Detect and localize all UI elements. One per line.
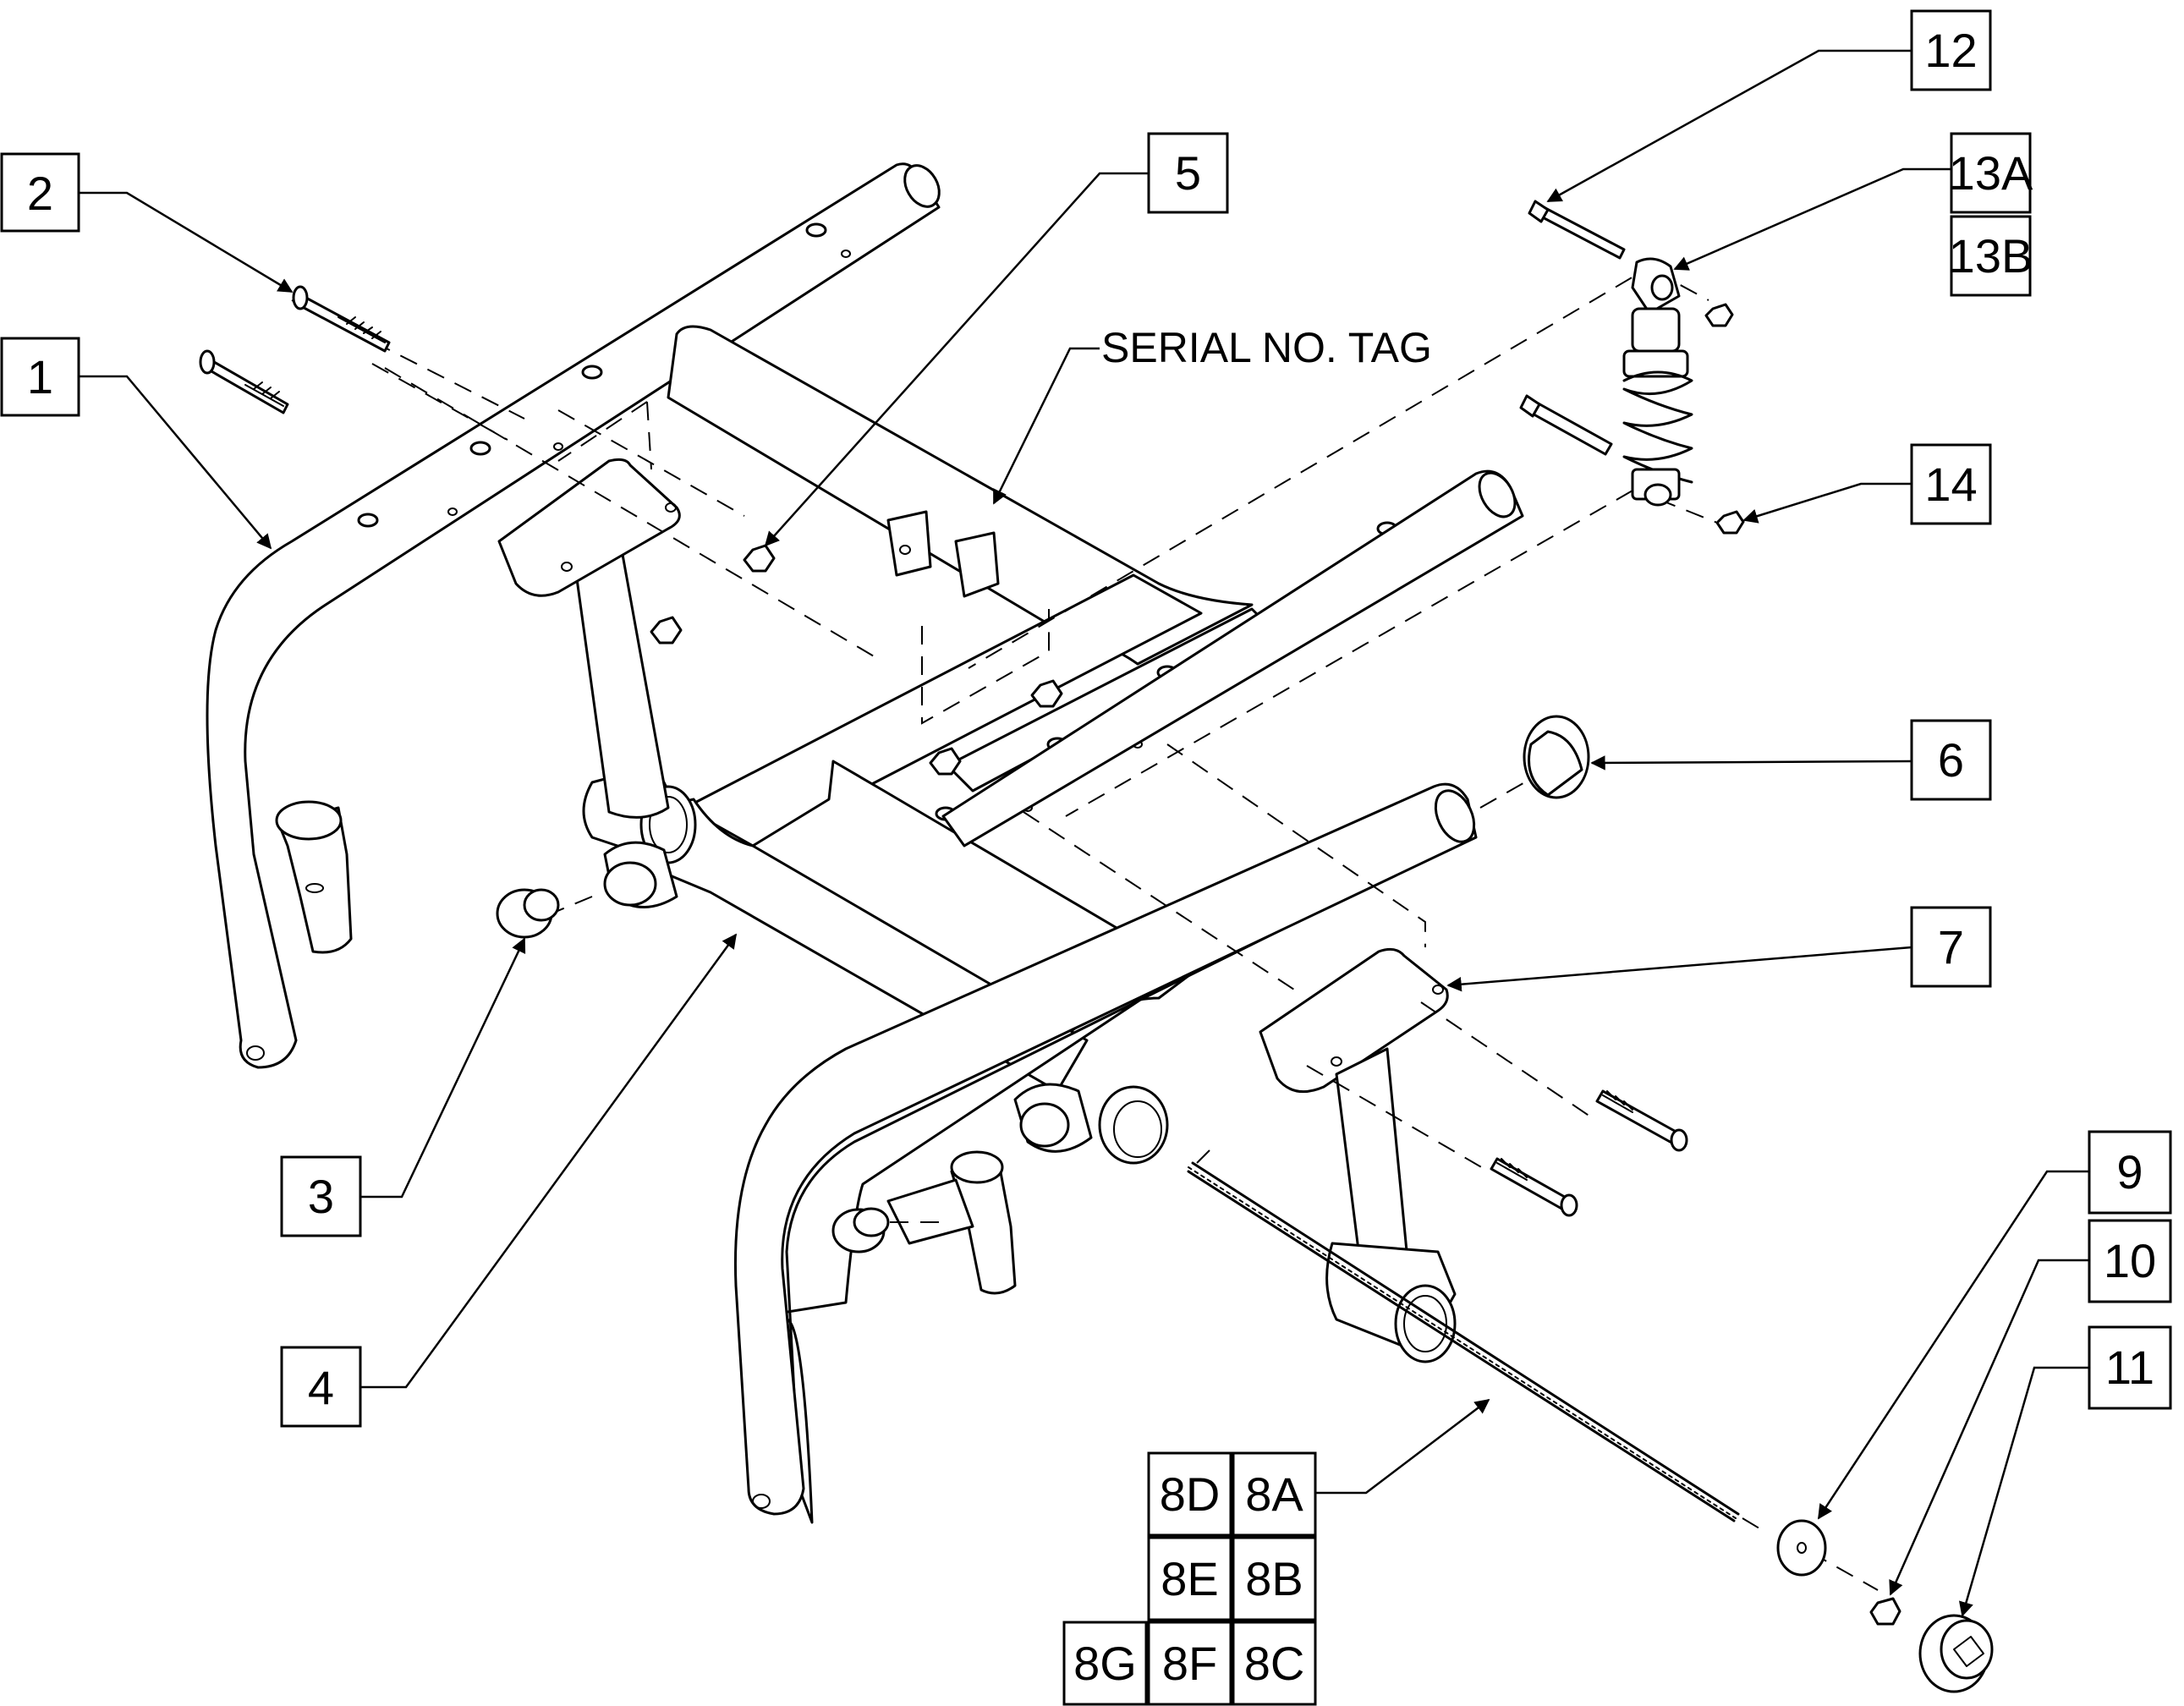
callout-6: 6 <box>1910 719 1992 801</box>
callout-8B-label: 8B <box>1245 1552 1303 1605</box>
callout-11-label: 11 <box>2105 1341 2154 1394</box>
callout-8A-label: 8A <box>1245 1467 1303 1521</box>
frame-artwork <box>199 162 1994 1693</box>
right-pivot-cylinder <box>1013 1083 1457 1363</box>
callout-14: 14 <box>1910 443 1992 525</box>
rear-bolts <box>199 285 391 414</box>
callout-8F: 8F <box>1147 1621 1232 1706</box>
callout-3-label: 3 <box>308 1170 334 1223</box>
callout-11: 11 <box>2088 1325 2172 1410</box>
washer-9 <box>1776 1519 1827 1577</box>
callout-8A: 8A <box>1232 1451 1317 1537</box>
callout-boxes: 1 2 3 4 5 6 7 8D <box>0 9 2172 1706</box>
callout-8G-label: 8G <box>1073 1637 1137 1690</box>
callout-4: 4 <box>280 1346 362 1428</box>
pivot-bolts <box>1490 1089 1688 1217</box>
callout-10: 10 <box>2088 1219 2172 1303</box>
callout-8E-label: 8E <box>1161 1552 1219 1605</box>
callout-8D: 8D <box>1147 1451 1232 1537</box>
callout-3: 3 <box>280 1155 362 1237</box>
plug-lower <box>831 1207 890 1253</box>
left-bracket-post <box>573 548 670 819</box>
left-caster-socket <box>275 800 353 954</box>
callout-1: 1 <box>0 337 80 417</box>
callout-2-label: 2 <box>27 167 53 220</box>
callout-8B: 8B <box>1232 1536 1317 1621</box>
callout-8G: 8G <box>1062 1621 1148 1706</box>
callout-1-label: 1 <box>27 350 53 403</box>
callout-8E: 8E <box>1147 1536 1232 1621</box>
callout-9: 9 <box>2088 1130 2172 1215</box>
serial-tag-label: SERIAL NO. TAG <box>1101 324 1432 371</box>
callout-12-label: 12 <box>1924 24 1977 77</box>
nuts <box>650 303 1901 1626</box>
callout-7-label: 7 <box>1938 920 1964 974</box>
callout-8C-label: 8C <box>1244 1637 1305 1690</box>
callout-13A-label: 13A <box>1949 146 2033 200</box>
end-cap-6 <box>1523 715 1590 799</box>
threaded-rod <box>1187 1161 1740 1522</box>
shock-absorber <box>1519 200 1693 507</box>
callout-4-label: 4 <box>308 1361 334 1414</box>
callout-13B: 13B <box>1949 215 2033 297</box>
callout-12: 12 <box>1910 9 1992 91</box>
callout-9-label: 9 <box>2116 1145 2143 1199</box>
callout-10-label: 10 <box>2104 1234 2156 1287</box>
end-cap-11 <box>1918 1614 1994 1693</box>
plug-3 <box>496 888 560 939</box>
callout-14-label: 14 <box>1924 458 1977 511</box>
callout-5-label: 5 <box>1175 146 1201 200</box>
leader-lines <box>79 49 2089 1617</box>
left-side-tube <box>206 162 941 1069</box>
callout-7: 7 <box>1910 906 1992 988</box>
callout-6-label: 6 <box>1938 733 1964 787</box>
right-caster-socket <box>886 1150 1017 1295</box>
left-mounting-bracket <box>497 458 681 597</box>
right-mounting-bracket <box>1259 947 1449 1094</box>
callout-5: 5 <box>1147 132 1229 214</box>
upper-shock-bracket <box>886 510 1000 598</box>
callout-8C: 8C <box>1232 1621 1317 1706</box>
left-tube-holes <box>357 222 851 528</box>
callout-13B-label: 13B <box>1949 229 2033 283</box>
callout-2: 2 <box>0 152 80 233</box>
callout-8D-label: 8D <box>1160 1467 1221 1521</box>
callout-13A: 13A <box>1949 132 2033 214</box>
callout-8F-label: 8F <box>1162 1637 1217 1690</box>
